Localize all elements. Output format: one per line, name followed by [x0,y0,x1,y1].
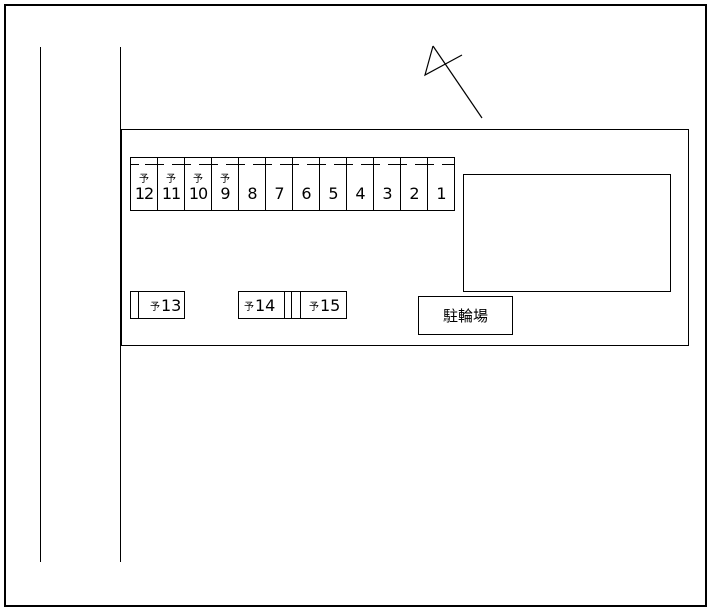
space-number: 14 [255,295,276,315]
parking-space-15[interactable]: 予 15 [291,291,347,319]
space-number: 7 [274,184,284,203]
road-line-left [40,47,41,562]
space-marker [179,164,191,165]
space-marker [314,164,326,165]
space-marker [172,164,184,165]
parking-space-6[interactable]: 6 [287,158,319,211]
space-number: 3 [382,184,392,203]
space-number: 11 [161,184,181,203]
reserved-mark: 予 [139,174,149,185]
space-divider [284,292,285,318]
space-marker [233,164,245,165]
space-marker [206,164,218,165]
parking-space-3[interactable]: 3 [368,158,400,211]
parking-space-2[interactable]: 2 [395,158,427,211]
bicycle-parking-label: 駐輪場 [442,307,488,325]
road-line-right [120,47,121,562]
space-number: 1 [436,184,446,203]
parking-space-1[interactable]: 1 [422,158,455,211]
space-marker [388,164,400,165]
reserved-mark: 予 [150,301,160,313]
space-marker [152,164,164,165]
space-marker [226,164,238,165]
parking-space-4[interactable]: 4 [341,158,373,211]
reserved-mark: 予 [244,301,254,313]
parking-space-8[interactable]: 8 [233,158,265,211]
space-marker [368,164,380,165]
parking-space-14[interactable]: 予 14 [238,291,292,319]
space-marker [287,164,299,165]
space-marker [131,164,139,165]
parking-space-9[interactable]: 予 9 [206,158,238,211]
space-marker [415,164,427,165]
north-arrow-icon [424,45,483,119]
space-number: 2 [409,184,419,203]
space-number: 10 [188,184,208,203]
space-number: 9 [220,184,230,203]
space-marker [199,164,211,165]
parking-space-13[interactable]: 予 13 [130,291,185,319]
space-marker [307,164,319,165]
parking-space-10[interactable]: 予 10 [179,158,211,211]
space-number: 6 [301,184,311,203]
bicycle-parking: 駐輪場 [418,296,513,335]
space-marker [341,164,353,165]
reserved-mark: 予 [309,301,319,313]
space-marker [442,164,455,165]
space-marker [280,164,292,165]
space-marker [334,164,346,165]
reserved-mark: 予 [193,174,203,185]
space-marker [260,164,272,165]
space-marker [422,164,434,165]
parking-row: 予 12 予 11 予 10 予 9 8 7 6 5 [130,157,455,211]
space-number: 8 [247,184,257,203]
space-divider [138,292,139,318]
space-number: 13 [161,295,182,315]
drawing-frame [4,4,707,607]
space-marker [253,164,265,165]
reserved-mark: 予 [220,174,230,185]
space-number: 12 [134,184,154,203]
building [463,174,671,292]
lot-boundary [121,129,689,346]
space-divider [300,292,301,318]
parking-space-5[interactable]: 5 [314,158,346,211]
space-marker [145,164,157,165]
space-marker [395,164,407,165]
space-marker [361,164,373,165]
space-number: 5 [328,184,338,203]
parking-space-7[interactable]: 7 [260,158,292,211]
reserved-mark: 予 [166,174,176,185]
space-number: 15 [320,295,341,315]
space-number: 4 [355,184,365,203]
parking-space-11[interactable]: 予 11 [152,158,184,211]
parking-space-12[interactable]: 予 12 [130,158,157,211]
